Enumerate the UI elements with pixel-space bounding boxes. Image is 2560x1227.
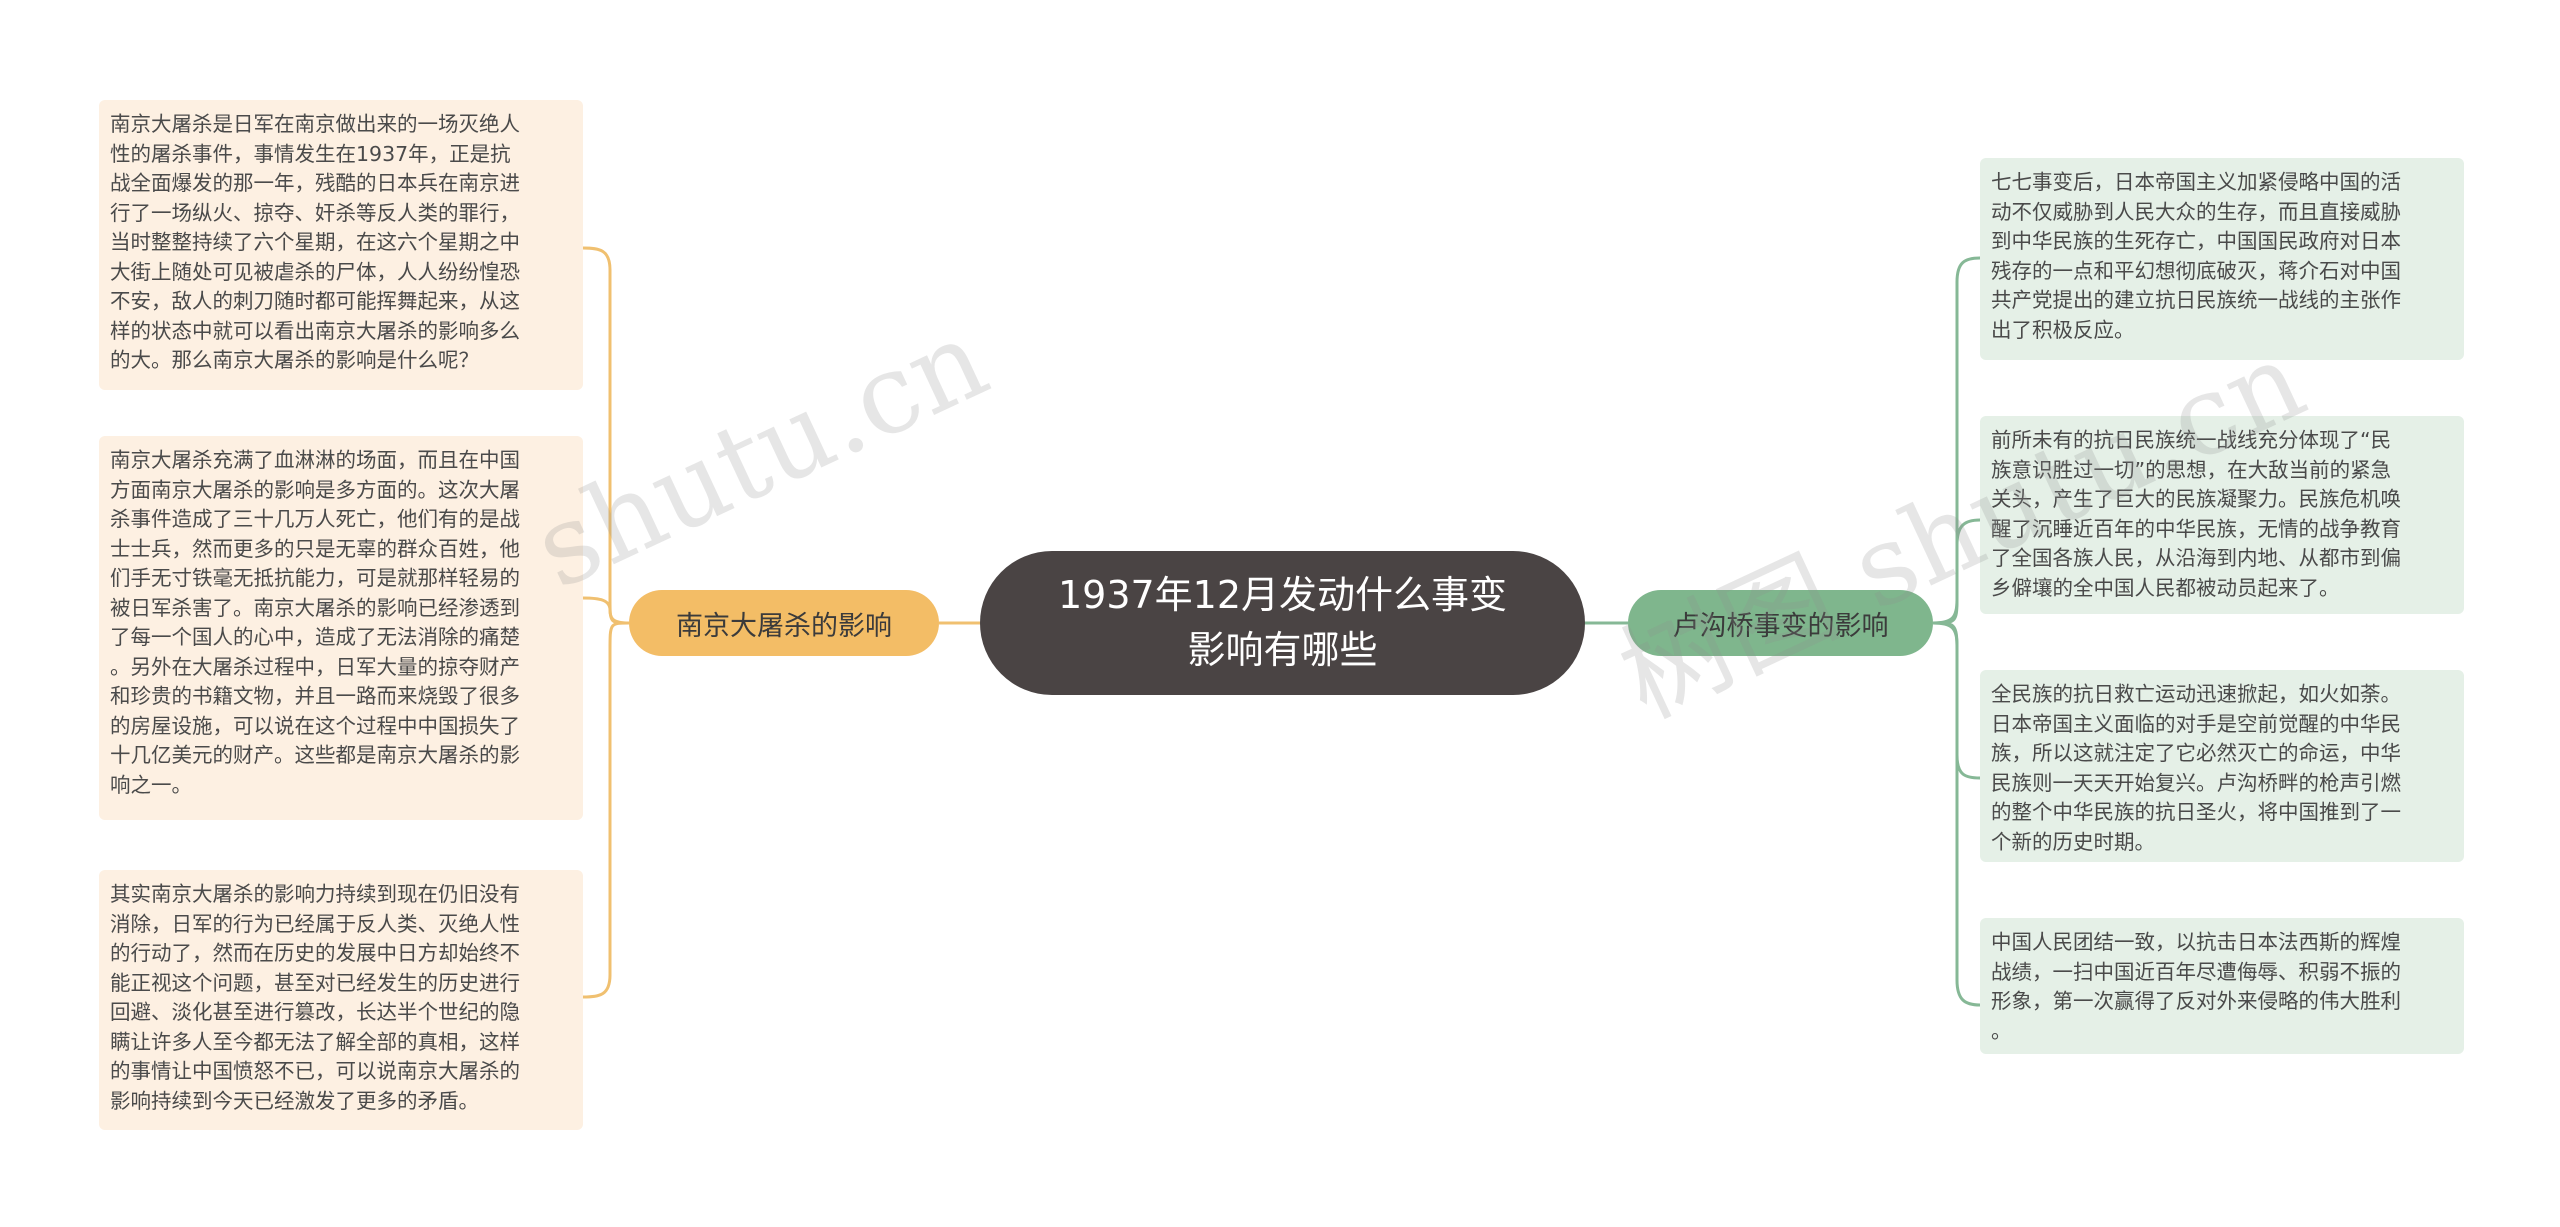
right-leaf-4[interactable]: 中国人民团结一致，以抗击日本法西斯的辉煌 战绩，一扫中国近百年尽遭侮辱、积弱不振… [1980,918,2464,1054]
central-topic-line-2: 影响有哪些 [1187,628,1378,672]
left-leaf-3[interactable]: 其实南京大屠杀的影响力持续到现在仍旧没有 消除，日军的行为已经属于反人类、灭绝人… [99,870,583,1130]
link-left-leaf-1 [582,246,630,625]
right-leaf-1[interactable]: 七七事变后，日本帝国主义加紧侵略中国的活 动不仅威胁到人民大众的生存，而且直接威… [1980,158,2464,360]
link-left-leaf-2 [582,596,630,625]
central-topic[interactable]: 1937年12月发动什么事变 影响有哪些 [980,551,1585,695]
left-leaf-1[interactable]: 南京大屠杀是日军在南京做出来的一场灭绝人 性的屠杀事件，事情发生在1937年，正… [99,100,583,390]
branch-marco-polo-bridge-label: 卢沟桥事变的影响 [1672,610,1889,642]
branch-marco-polo-bridge[interactable]: 卢沟桥事变的影响 [1628,590,1933,656]
right-leaf-3[interactable]: 全民族的抗日救亡运动迅速掀起，如火如荼。 日本帝国主义面临的对手是空前觉醒的中华… [1980,670,2464,862]
link-right-leaf-2 [1932,518,1981,625]
branch-nanjing-massacre[interactable]: 南京大屠杀的影响 [629,590,939,656]
branch-nanjing-massacre-label: 南京大屠杀的影响 [676,610,892,642]
link-left-leaf-3 [582,621,630,999]
right-leaf-2[interactable]: 前所未有的抗日民族统一战线充分体现了“民 族意识胜过一切”的思想，在大敌当前的紧… [1980,416,2464,614]
link-right-leaf-4 [1932,621,1981,1007]
left-leaf-2[interactable]: 南京大屠杀充满了血淋淋的场面，而且在中国 方面南京大屠杀的影响是多方面的。这次大… [99,436,583,820]
central-topic-line-1: 1937年12月发动什么事变 [1057,573,1508,617]
